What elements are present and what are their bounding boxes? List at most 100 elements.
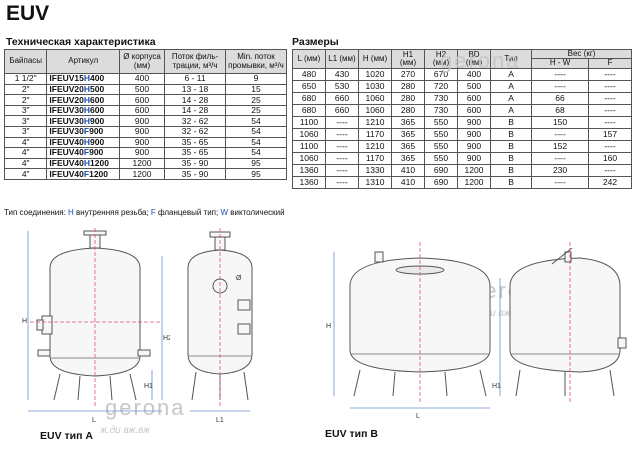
spec-diameter-cell: 900 (119, 115, 165, 127)
article-suffix: 900 (90, 136, 105, 147)
spec-min-flow-cell: 54 (225, 125, 287, 138)
sizes-l-cell: 1100 (292, 115, 326, 129)
article-suffix: 900 (89, 147, 104, 158)
sizes-type-cell: B (489, 115, 533, 129)
spec-header-row: Байпасы Артикул Ø корпуса (мм) Поток фил… (3, 49, 287, 74)
spec-article-cell: IFEUV40F900 (46, 147, 120, 159)
col-l1: L1 (мм) (325, 49, 359, 69)
col-type: Тип (489, 49, 533, 69)
article-connection-letter: H (83, 94, 91, 105)
sizes-l1-cell: 430 (325, 67, 359, 81)
spec-diameter-cell: 900 (119, 136, 165, 149)
spec-flow-cell: 6 - 11 (164, 73, 226, 85)
sizes-h-cell: 1210 (358, 139, 392, 153)
spec-heading: Техническая характеристика (6, 36, 156, 48)
spec-min-flow-cell: 95 (225, 168, 287, 180)
sizes-h-cell: 1170 (358, 127, 392, 141)
sizes-l-cell: 1100 (292, 139, 326, 153)
col-min-flow: Min. поток промывки, м³/ч (225, 49, 287, 74)
spec-min-flow-cell: 95 (225, 157, 287, 170)
spec-article-cell: IFEUV15H400 (46, 73, 120, 85)
article-connection-letter: H (83, 105, 91, 116)
article-suffix: 600 (90, 94, 105, 105)
spec-flow-cell: 14 - 28 (164, 94, 226, 106)
spec-diameter-cell: 1200 (119, 157, 165, 170)
sizes-header-row: L (мм) L1 (мм) H (мм) H1 (мм) H2 (мм) BD… (292, 48, 632, 69)
article-connection-letter: H (83, 83, 91, 94)
sizes-bd-cell: 1200 (457, 175, 491, 189)
article-suffix: 1200 (90, 158, 109, 169)
col-h: H (мм) (358, 49, 392, 69)
article-connection-letter: H (83, 158, 91, 169)
sizes-h1-cell: 280 (391, 103, 425, 117)
sizes-weight-f-cell: 157 (588, 127, 632, 141)
spec-bypass-cell: 4" (3, 157, 48, 170)
dim-h2-label: H2 (163, 335, 170, 342)
sizes-l-cell: 680 (292, 103, 326, 117)
sizes-l1-cell: 530 (325, 79, 359, 93)
sizes-l1-cell: ---- (325, 127, 359, 141)
dim-diameter-label: Ø (236, 275, 242, 282)
spec-bypass-cell: 2" (3, 94, 48, 106)
spec-diameter-cell: 600 (119, 104, 165, 117)
sizes-l-cell: 480 (292, 67, 326, 81)
sizes-h1-cell: 365 (391, 115, 425, 129)
sizes-bd-cell: 900 (457, 139, 491, 153)
sizes-h1-cell: 280 (391, 91, 425, 105)
sizes-l1-cell: 660 (325, 91, 359, 105)
spec-diameter-cell: 900 (119, 147, 165, 159)
spec-bypass-cell: 4" (3, 168, 48, 180)
spec-article-cell: IFEUV40F1200 (46, 168, 120, 180)
col-weight-f: F (588, 58, 632, 69)
spec-flow-cell: 35 - 65 (164, 136, 226, 149)
sizes-weight-f-cell: 242 (588, 175, 632, 189)
tank-b-drawing: H H1 L (326, 242, 627, 418)
spec-min-flow-cell: 54 (225, 147, 287, 159)
sizes-type-cell: A (489, 91, 533, 105)
col-flow: Поток филь-трации, м³/ч (164, 49, 226, 74)
sizes-bd-cell: 600 (457, 91, 491, 105)
dim-l1-label: L1 (216, 417, 224, 424)
sizes-h1-cell: 270 (391, 67, 425, 81)
sizes-h1-cell: 410 (391, 175, 425, 189)
sizes-weight-f-cell: 160 (588, 151, 632, 165)
sizes-l1-cell: ---- (325, 175, 359, 189)
spec-min-flow-cell: 25 (225, 94, 287, 106)
sizes-l-cell: 650 (292, 79, 326, 93)
sizes-weight-f-cell: ---- (588, 67, 632, 81)
spec-diameter-cell: 1200 (119, 168, 165, 180)
spec-bypass-cell: 4" (3, 136, 48, 149)
article-prefix: IFEUV30 (49, 105, 84, 116)
spec-article-cell: IFEUV40H1200 (46, 157, 120, 170)
sizes-h-cell: 1060 (358, 103, 392, 117)
sizes-h2-cell: 690 (424, 175, 458, 189)
article-prefix: IFEUV20 (49, 83, 84, 94)
article-prefix: IFEUV20 (49, 94, 84, 105)
dim-h-label-b: H (326, 323, 331, 330)
sizes-h2-cell: 550 (424, 115, 458, 129)
sizes-weight-hw-cell: 230 (531, 163, 590, 177)
spec-min-flow-cell: 9 (225, 73, 287, 85)
spec-table: Байпасы Артикул Ø корпуса (мм) Поток фил… (3, 49, 287, 180)
sizes-weight-hw-cell: 68 (531, 103, 590, 117)
spec-min-flow-cell: 15 (225, 83, 287, 96)
sizes-h-cell: 1060 (358, 91, 392, 105)
sizes-h2-cell: 550 (424, 127, 458, 141)
sizes-weight-hw-cell: ---- (531, 151, 590, 165)
sizes-l1-cell: ---- (325, 139, 359, 153)
sizes-h-cell: 1170 (358, 151, 392, 165)
sizes-h2-cell: 730 (424, 91, 458, 105)
sizes-l1-cell: 660 (325, 103, 359, 117)
dim-h1-label-b: H1 (492, 383, 501, 390)
article-connection-letter: F (83, 168, 90, 179)
sizes-bd-cell: 500 (457, 79, 491, 93)
article-connection-letter: H (83, 115, 91, 126)
sizes-weight-hw-cell: 66 (531, 91, 590, 105)
